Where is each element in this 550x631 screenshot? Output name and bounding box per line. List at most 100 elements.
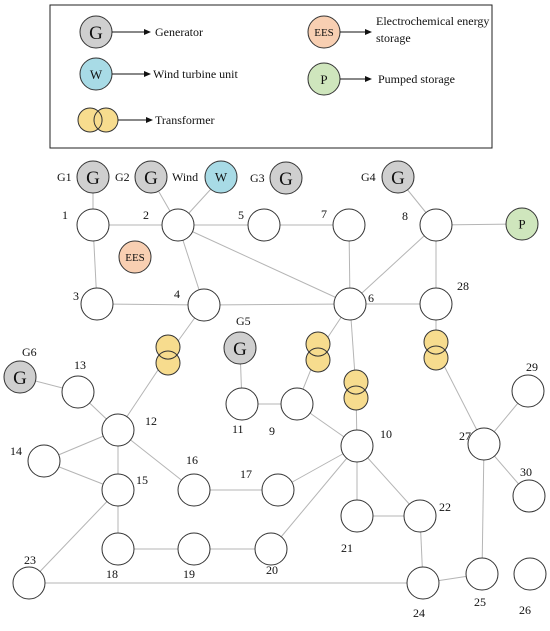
bus-label-19: 19 <box>183 567 195 581</box>
ees-symbol-text: EES <box>314 27 334 39</box>
bus-label-22: 22 <box>439 500 451 514</box>
bus-node-5 <box>247 208 281 242</box>
line-4-6 <box>203 303 351 306</box>
pumped-symbol-text: P <box>320 72 327 87</box>
bus-node-16 <box>177 473 211 507</box>
bus-label-27: 27 <box>459 429 471 443</box>
bus-node-30 <box>512 479 546 513</box>
bus-node-8 <box>419 208 453 242</box>
bus-label-30: 30 <box>520 465 532 479</box>
bus-label-25: 25 <box>474 595 486 609</box>
arrowhead-icon <box>146 117 153 123</box>
generator-label-g2: G2 <box>115 170 130 184</box>
arrowhead-icon <box>365 29 372 35</box>
transformer-coil-icon <box>423 345 449 371</box>
generator-symbol-text: G <box>89 23 103 44</box>
line-6-8 <box>349 224 437 305</box>
pumped-symbol-text: P <box>518 217 525 232</box>
bus-node-18 <box>101 532 135 566</box>
legend-transformer-label: Transformer <box>155 113 215 127</box>
bus-node-29 <box>511 374 545 408</box>
bus-node-3 <box>80 287 114 321</box>
bus-label-5: 5 <box>238 208 244 222</box>
bus-nodes <box>12 208 547 600</box>
generator-symbol-text: G <box>86 168 100 189</box>
bus-label-11: 11 <box>232 422 244 436</box>
generator-label-g1: G1 <box>57 170 72 184</box>
bus-label-28: 28 <box>457 279 469 293</box>
legend-frame <box>49 4 493 149</box>
bus-node-10 <box>340 429 374 463</box>
bus-label-24: 24 <box>413 606 425 620</box>
arrowhead-icon <box>365 76 372 82</box>
bus-node-14 <box>27 444 61 478</box>
bus-node-11 <box>225 387 259 421</box>
legend-generator: G Generator <box>79 15 203 49</box>
bus-label-9: 9 <box>269 424 275 438</box>
transformer-overlap-arc <box>158 354 178 360</box>
legend-ees: EES Electrochemical energy storage <box>307 14 489 49</box>
ees-storage <box>118 240 152 274</box>
generator-label-g6: G6 <box>22 345 37 359</box>
legend-pumped-label: Pumped storage <box>378 72 455 86</box>
generator-symbol-text: G <box>144 168 158 189</box>
legend-ees-label-line2: storage <box>376 31 411 45</box>
bus-label-16: 16 <box>186 453 198 467</box>
bus-node-28 <box>419 287 453 321</box>
legend-pumped: P Pumped storage <box>307 62 455 96</box>
transformer-t1 <box>155 334 181 376</box>
generator-g3 <box>269 161 303 195</box>
bus-node-13 <box>61 375 95 409</box>
bus-label-1: 1 <box>62 208 68 222</box>
legend-ees-label-line1: Electrochemical energy <box>376 14 489 28</box>
bus-node-7 <box>332 208 366 242</box>
bus-label-7: 7 <box>321 207 327 221</box>
bus-label-4: 4 <box>174 287 180 301</box>
legend-wind: W Wind turbine unit <box>79 57 239 91</box>
generator-label-g5: G5 <box>236 314 251 328</box>
bus-label-13: 13 <box>74 358 86 372</box>
generator-g4 <box>381 160 415 194</box>
ees-symbol-text: EES <box>125 252 145 264</box>
legend-generator-label: Generator <box>155 25 203 39</box>
bus-label-12: 12 <box>145 414 157 428</box>
bus-node-12 <box>101 413 135 447</box>
line-2-6 <box>177 224 351 305</box>
bus-label-6: 6 <box>368 291 374 305</box>
bus-node-25 <box>465 557 499 591</box>
line-25-27 <box>481 443 485 575</box>
bus-node-1 <box>76 208 110 242</box>
wind-symbol-text: W <box>90 67 103 82</box>
transformer-overlap-arc <box>346 389 366 395</box>
bus-label-3: 3 <box>73 289 79 303</box>
bus-node-15 <box>101 473 135 507</box>
bus-label-15: 15 <box>136 473 148 487</box>
bus-node-22 <box>403 499 437 533</box>
bus-node-27 <box>467 427 501 461</box>
pumped-storage <box>505 207 539 241</box>
legend: G Generator W Wind turbine unit Tr <box>49 4 493 149</box>
legend-transformer: Transformer <box>77 107 215 133</box>
bus-label-26: 26 <box>519 603 531 617</box>
bus-label-8: 8 <box>402 209 408 223</box>
wind-turbine <box>204 160 238 194</box>
generator-symbol-text: G <box>279 169 293 190</box>
bus-node-23 <box>12 566 46 600</box>
bus-label-17: 17 <box>240 467 252 481</box>
line-3-4 <box>96 303 205 306</box>
bus-node-20 <box>254 532 288 566</box>
bus-label-21: 21 <box>341 541 353 555</box>
bus-node-2 <box>161 208 195 242</box>
generator-label-g3: G3 <box>250 171 265 185</box>
bus-label-14: 14 <box>10 444 22 458</box>
arrowhead-icon <box>144 71 151 77</box>
bus-node-9 <box>280 387 314 421</box>
bus-label-2: 2 <box>143 208 149 222</box>
generator-g2 <box>134 160 168 194</box>
bus-node-4 <box>187 288 221 322</box>
line-15-23 <box>28 489 119 584</box>
legend-wind-label: Wind turbine unit <box>153 67 239 81</box>
